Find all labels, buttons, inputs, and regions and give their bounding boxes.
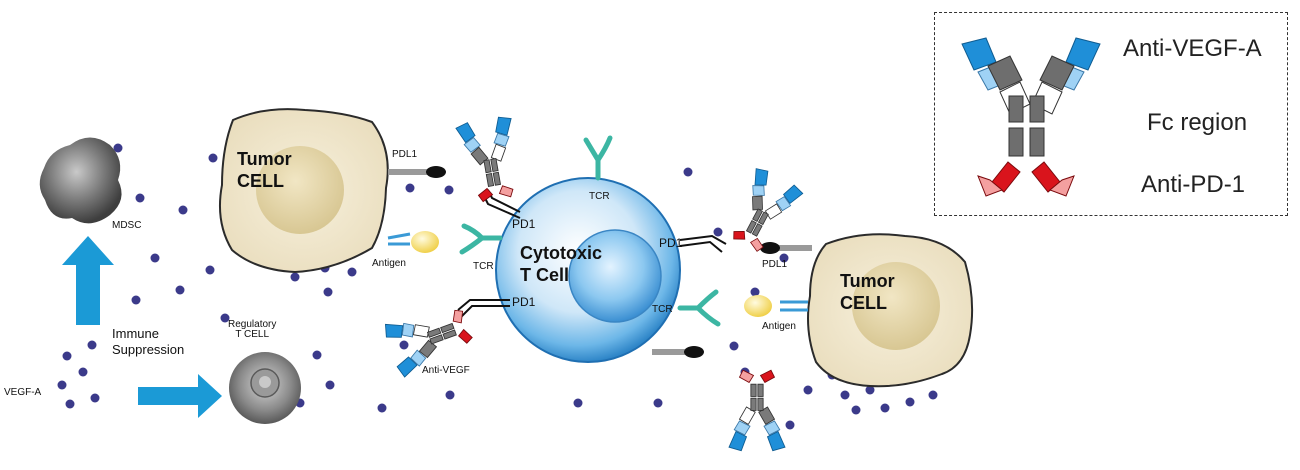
pdl1-right-label: PDL1 [762, 259, 788, 270]
immune-suppression-label: Immune Suppression [112, 326, 185, 357]
pd1-lower-left-label: PD1 [512, 295, 536, 309]
legend-box: Anti-VEGF-A Fc region Anti-PD-1 [934, 12, 1288, 216]
legend-anti-pd-1: Anti-PD-1 [1141, 171, 1246, 198]
tcr-right-label: TCR [652, 304, 673, 315]
tumor-cell-right-label: Tumor CELL [840, 271, 895, 313]
antigens [387, 231, 808, 317]
antigen-left-label: Antigen [372, 258, 406, 269]
tumor-cell-right [807, 233, 974, 388]
cytotoxic-t-cell-label: Cytotoxic T Cell [520, 243, 603, 285]
tumor-cell-left [219, 108, 389, 274]
legend-antibody-diagram [961, 37, 1101, 197]
blue-arrows [62, 236, 222, 418]
tcr-receptors [459, 135, 721, 327]
tcr-top-label: TCR [589, 191, 610, 202]
pdl1-left-label: PDL1 [392, 149, 418, 160]
mdsc-label: MDSC [112, 220, 142, 231]
tumor-cell-left-label: Tumor CELL [237, 149, 292, 191]
mdsc-cell [39, 137, 122, 224]
vegf-a-label: VEGF-A [4, 387, 42, 398]
regulatory-t-cell [229, 352, 301, 424]
tcr-left-label: TCR [473, 261, 494, 272]
pd1-right-label: PD1 [659, 236, 683, 250]
legend-fc-region: Fc region [1147, 109, 1248, 136]
antigen-right-label: Antigen [762, 321, 796, 332]
pd1-upper-left-label: PD1 [512, 217, 536, 231]
pdl1-ligands [388, 166, 812, 358]
regulatory-t-cell-label: Regulatory T CELL [228, 319, 277, 340]
cytotoxic-t-cell [495, 177, 681, 363]
legend-anti-vegf-a: Anti-VEGF-A [1123, 35, 1262, 62]
anti-vegf-label: Anti-VEGF [422, 365, 470, 376]
